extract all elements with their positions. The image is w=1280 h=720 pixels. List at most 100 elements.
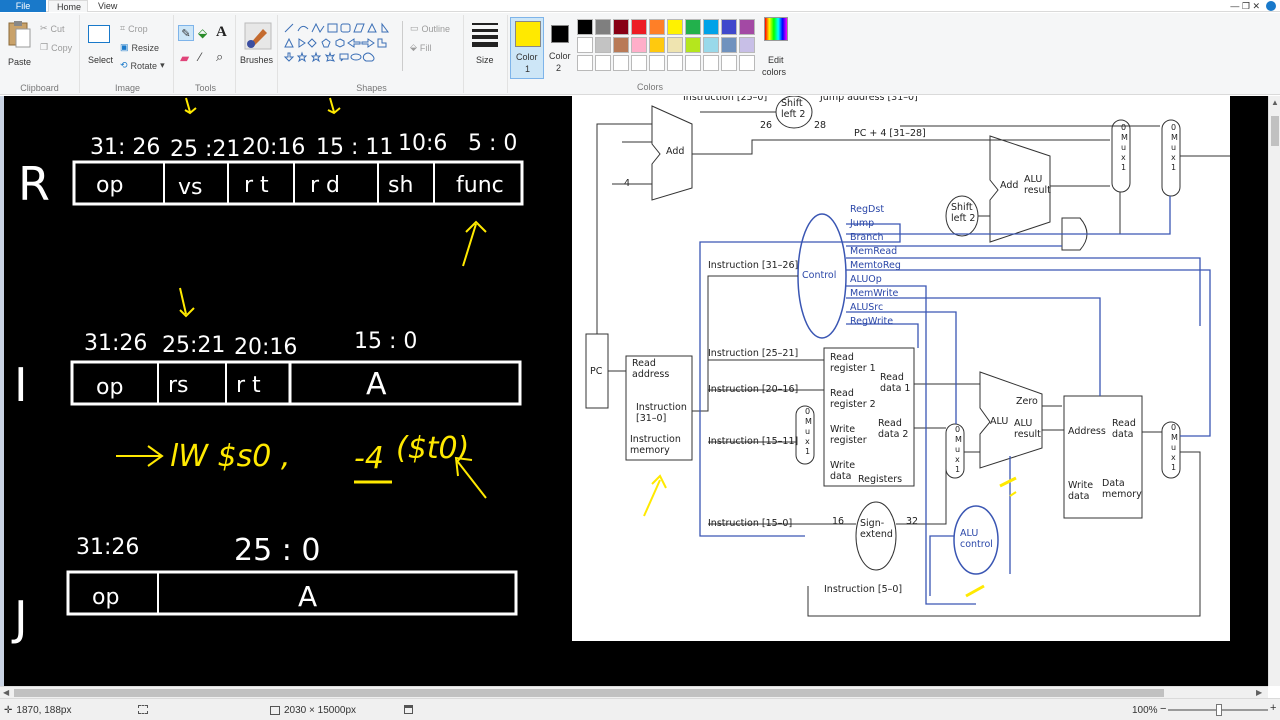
palette-swatch[interactable] — [721, 55, 737, 71]
resize-button[interactable]: ▣Resize — [120, 42, 159, 53]
palette-swatch[interactable] — [577, 37, 593, 53]
help-icon[interactable] — [1266, 1, 1276, 11]
palette-swatch[interactable] — [631, 37, 647, 53]
datapath-label-jump-address: Jump address [31–0] — [819, 96, 918, 103]
palette-swatch[interactable] — [595, 19, 611, 35]
eraser-icon[interactable]: ▰ — [180, 51, 190, 65]
palette-swatch[interactable] — [739, 37, 755, 53]
brushes-button[interactable]: Brushes — [240, 21, 276, 71]
color-palette[interactable] — [577, 19, 755, 71]
magnifier-icon[interactable]: ⌕ — [216, 49, 224, 64]
palette-swatch[interactable] — [613, 55, 629, 71]
canvas-area[interactable]: R 31: 26 25 :21 20:16 15 : 11 10:6 5 : 0… — [0, 96, 1268, 686]
horizontal-scroll-thumb[interactable] — [14, 689, 1164, 697]
text-tool-icon[interactable]: A — [216, 24, 227, 40]
datapath-label-add: Add — [1000, 180, 1018, 191]
tab-file[interactable]: File — [0, 0, 46, 12]
vertical-scroll-thumb[interactable] — [1271, 116, 1279, 146]
palette-swatch[interactable] — [703, 37, 719, 53]
yellow-arrow-rs — [184, 97, 197, 115]
palette-swatch[interactable] — [631, 19, 647, 35]
scroll-left-icon[interactable]: ◀ — [3, 688, 10, 697]
palette-swatch[interactable] — [667, 37, 683, 53]
palette-swatch[interactable] — [595, 37, 611, 53]
datapath-label-pc4: PC + 4 [31–28] — [854, 128, 926, 139]
color1-button[interactable]: Color 1 — [510, 17, 544, 79]
zoom-slider-thumb[interactable] — [1216, 704, 1222, 716]
palette-swatch[interactable] — [631, 55, 647, 71]
edit-colors-button[interactable]: Edit colors — [760, 17, 794, 79]
palette-swatch[interactable] — [649, 37, 665, 53]
datapath-label-n16: 16 — [832, 516, 844, 527]
j-field-op: op — [92, 585, 119, 610]
outline-button[interactable]: ▭Outline — [410, 23, 450, 34]
palette-swatch[interactable] — [577, 55, 593, 71]
palette-swatch[interactable] — [703, 19, 719, 35]
blackboard[interactable]: R 31: 26 25 :21 20:16 15 : 11 10:6 5 : 0… — [0, 96, 1268, 686]
palette-swatch[interactable] — [721, 19, 737, 35]
scroll-right-icon[interactable]: ▶ — [1256, 688, 1263, 697]
fill-bucket-icon[interactable]: ⬙ — [198, 26, 208, 40]
tab-home[interactable]: Home — [48, 0, 88, 12]
palette-swatch[interactable] — [739, 55, 755, 71]
palette-swatch[interactable] — [721, 37, 737, 53]
crop-label: Crop — [128, 23, 148, 34]
vertical-scrollbar[interactable]: ▲ — [1268, 96, 1280, 686]
i-field-rs: rs — [168, 373, 189, 398]
datapath-label-instr-15-11: Instruction [15–11] — [708, 436, 798, 447]
pencil-icon[interactable]: ✎ — [178, 25, 194, 41]
tab-view[interactable]: View — [98, 1, 118, 11]
scissors-icon: ✂ — [40, 23, 48, 33]
horizontal-scrollbar[interactable]: ◀ ▶ — [0, 686, 1268, 698]
zoom-slider[interactable] — [1168, 704, 1268, 716]
crop-button[interactable]: ⌗Crop — [120, 23, 148, 34]
shapes-scroll[interactable] — [402, 21, 406, 71]
palette-swatch[interactable] — [613, 37, 629, 53]
cursor-position: ✛ 1870, 188px — [4, 705, 71, 716]
palette-swatch[interactable] — [739, 19, 755, 35]
color-picker-icon[interactable]: ⁄ — [199, 50, 202, 64]
rotate-button[interactable]: ⟲Rotate▾ — [120, 60, 165, 71]
color-wheel-icon — [764, 17, 788, 41]
palette-swatch[interactable] — [685, 19, 701, 35]
crop-icon: ⌗ — [120, 23, 126, 33]
i-format-letter: I — [14, 358, 28, 412]
fill-icon: ⬙ — [410, 42, 417, 52]
fill-button[interactable]: ⬙Fill — [410, 42, 431, 53]
palette-swatch[interactable] — [685, 37, 701, 53]
palette-swatch[interactable] — [613, 19, 629, 35]
zoom-out-button[interactable]: − — [1160, 703, 1167, 715]
cut-button[interactable]: ✂Cut — [40, 23, 65, 34]
size-lines-icon — [472, 23, 498, 47]
window-controls[interactable]: — ❐ ✕ — [1230, 1, 1260, 11]
palette-swatch[interactable] — [667, 19, 683, 35]
copy-button[interactable]: ❐Copy — [40, 42, 72, 53]
datapath-label-n28: 28 — [814, 120, 826, 131]
image-size-value: 2030 × 15000px — [284, 705, 357, 716]
color2-button[interactable]: Color 2 — [546, 17, 576, 79]
shapes-gallery[interactable] — [282, 21, 402, 79]
paste-button[interactable]: Paste — [6, 19, 34, 67]
colors-group-label: Colors — [636, 82, 663, 92]
size-button[interactable]: Size — [470, 21, 504, 73]
palette-swatch[interactable] — [649, 55, 665, 71]
palette-swatch[interactable] — [685, 55, 701, 71]
datapath-label-aluop: ALUOp — [850, 274, 882, 285]
datapath-label-instr-5-0: Instruction [5–0] — [824, 584, 902, 595]
i-bits-0: 31:26 — [84, 331, 147, 356]
select-button[interactable]: Select — [88, 25, 114, 69]
clipboard-group-label: Clipboard — [20, 83, 59, 93]
palette-swatch[interactable] — [667, 55, 683, 71]
palette-swatch[interactable] — [703, 55, 719, 71]
palette-swatch[interactable] — [577, 19, 593, 35]
zoom-in-button[interactable]: + — [1270, 702, 1277, 714]
palette-swatch[interactable] — [595, 55, 611, 71]
palette-swatch[interactable] — [649, 19, 665, 35]
scroll-up-icon[interactable]: ▲ — [1271, 98, 1279, 107]
